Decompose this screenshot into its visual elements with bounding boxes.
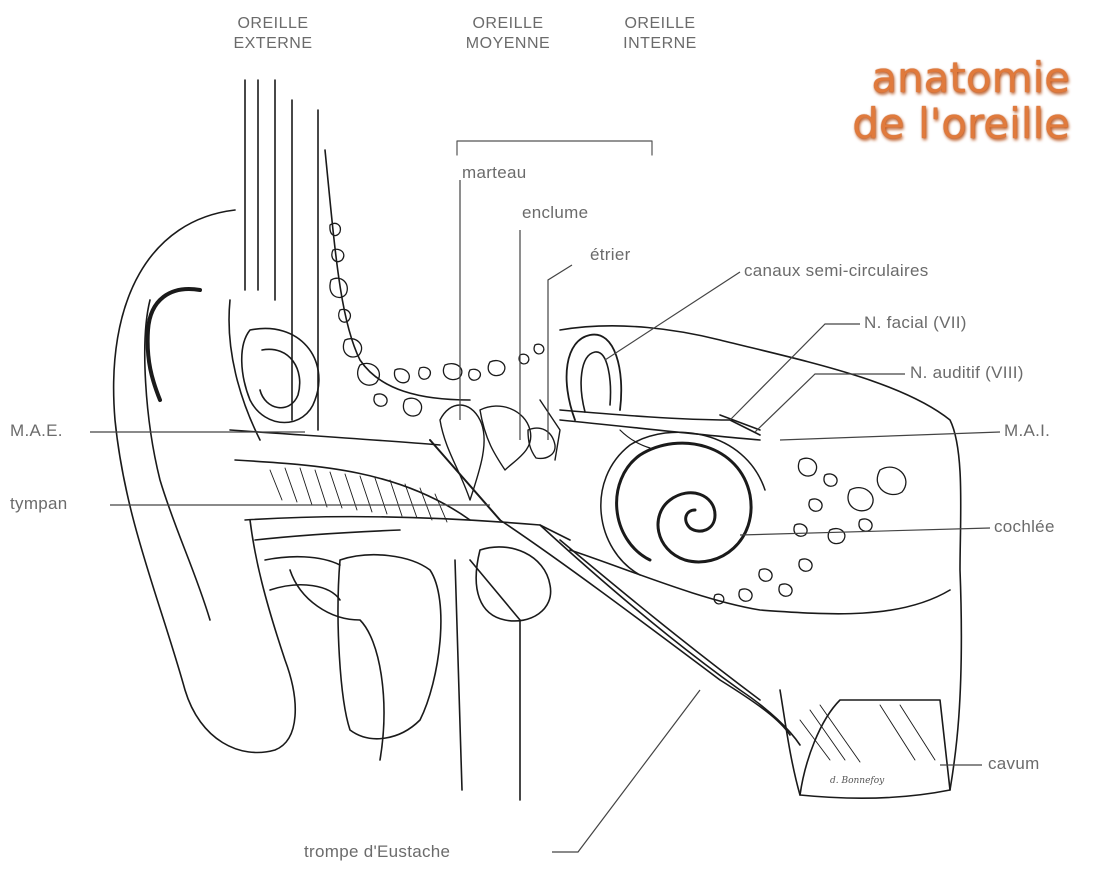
lower-structure-left xyxy=(290,570,384,760)
section-moyenne-line1: OREILLE xyxy=(443,14,573,34)
section-oreille-interne: OREILLE INTERNE xyxy=(600,14,720,54)
mastoid-cells xyxy=(330,223,544,416)
label-n-auditif: N. auditif (VIII) xyxy=(910,364,1024,381)
label-n-facial: N. facial (VII) xyxy=(864,314,967,331)
label-cavum: cavum xyxy=(988,755,1040,772)
eustachian-tube-top xyxy=(500,520,790,735)
leader-nfacial xyxy=(730,324,860,420)
label-marteau: marteau xyxy=(462,164,526,181)
carotid-oval xyxy=(476,547,550,621)
ear-canal-hatching xyxy=(270,468,447,522)
cochlea-spiral xyxy=(601,432,765,575)
label-canaux-semi-circulaires: canaux semi-circulaires xyxy=(744,262,929,279)
section-externe-line1: OREILLE xyxy=(218,14,328,34)
label-etrier: étrier xyxy=(590,246,631,263)
auricle-rim xyxy=(148,289,200,400)
title-line-1: anatomie xyxy=(820,55,1070,101)
section-externe-line2: EXTERNE xyxy=(218,34,328,54)
leader-trompe xyxy=(552,690,700,852)
incus xyxy=(480,406,531,470)
label-mai: M.A.I. xyxy=(1004,422,1050,439)
stapes xyxy=(528,428,555,458)
diagram-title: anatomie de l'oreille xyxy=(820,55,1070,147)
tympanic-membrane xyxy=(430,440,500,520)
ossicles xyxy=(440,400,560,500)
leader-canaux xyxy=(605,272,740,360)
antihelix xyxy=(229,300,260,440)
auditory-nerve xyxy=(560,420,760,440)
malleus xyxy=(440,405,484,500)
section-moyenne-line2: MOYENNE xyxy=(443,34,573,54)
section-oreille-moyenne: OREILLE MOYENNE xyxy=(443,14,573,54)
eustachian-tube-bottom xyxy=(540,525,800,745)
title-line-2: de l'oreille xyxy=(820,101,1070,147)
middle-ear-bracket xyxy=(457,141,652,155)
label-mae: M.A.E. xyxy=(10,422,63,439)
semicircular-canal xyxy=(567,335,622,420)
leader-nauditif xyxy=(755,374,905,432)
auricle-helix xyxy=(145,300,210,620)
label-enclume: enclume xyxy=(522,204,588,221)
leader-mai xyxy=(780,432,1000,440)
ear-canal-bottom xyxy=(235,460,470,520)
cavum-hatching xyxy=(800,705,935,762)
artist-signature: d. Bonnefoy xyxy=(830,776,884,786)
petrous-outline xyxy=(560,326,961,798)
auricle-outline xyxy=(114,210,296,753)
section-interne-line1: OREILLE xyxy=(600,14,720,34)
label-trompe-d-eustache: trompe d'Eustache xyxy=(304,843,450,860)
label-cochlee: cochlée xyxy=(994,518,1055,535)
leader-etrier xyxy=(548,265,572,440)
label-tympan: tympan xyxy=(10,495,68,512)
leader-cochlee xyxy=(740,528,990,535)
section-interne-line2: INTERNE xyxy=(600,34,720,54)
section-oreille-externe: OREILLE EXTERNE xyxy=(218,14,328,54)
styloid-left xyxy=(455,560,462,790)
condyle xyxy=(338,555,441,739)
